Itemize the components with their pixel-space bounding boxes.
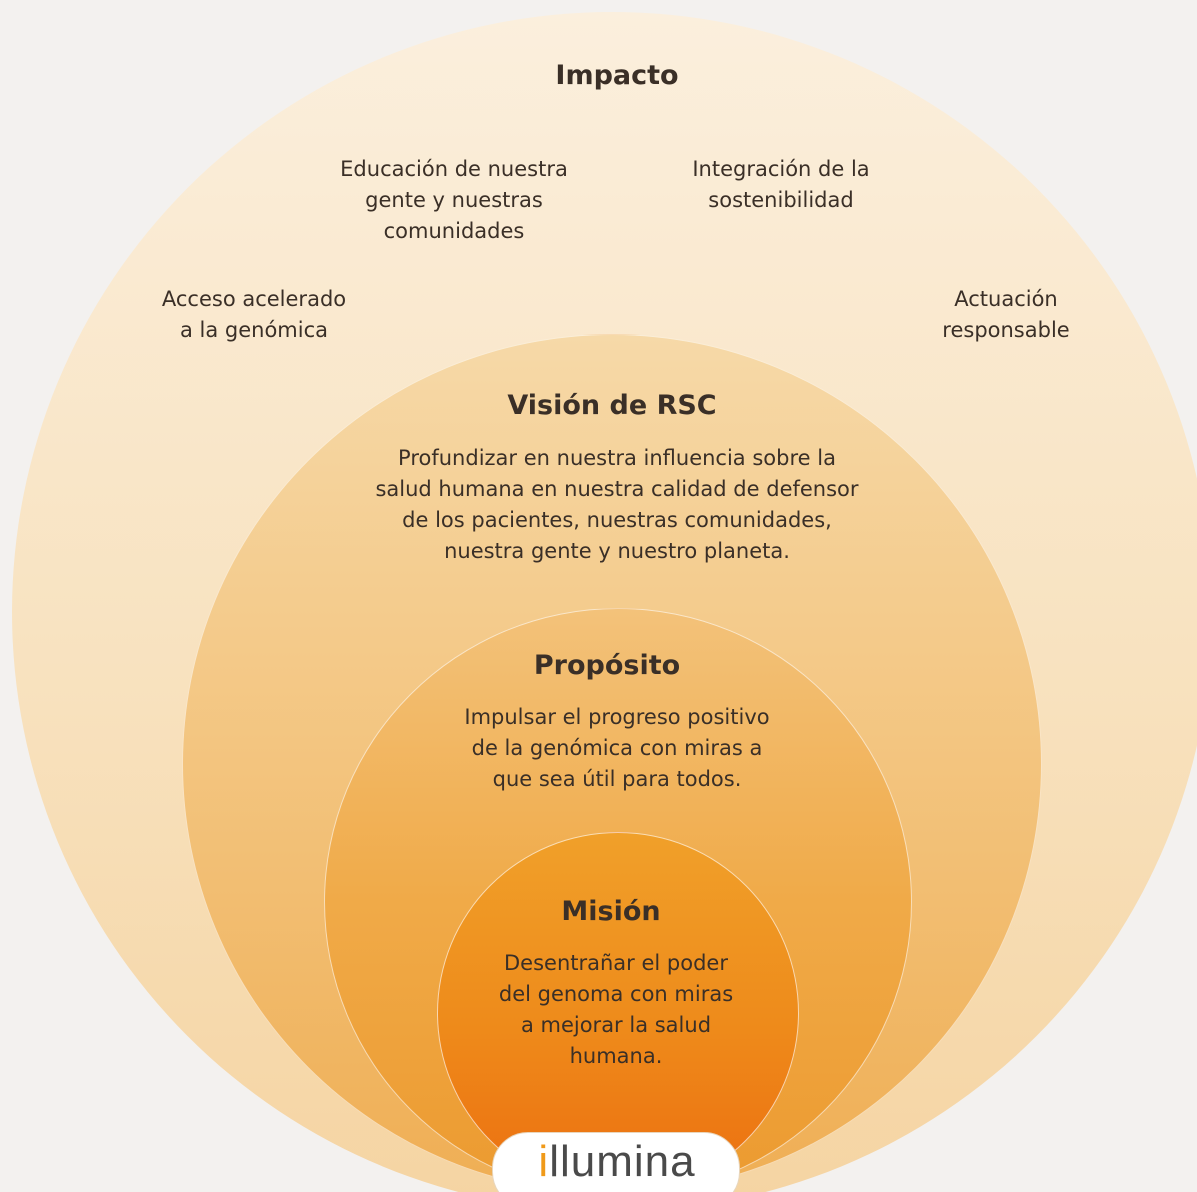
- impact-item-education: Educación de nuestra gente y nuestras co…: [340, 157, 568, 243]
- impact-title: Impacto: [555, 60, 679, 91]
- mission-title: Misión: [561, 896, 661, 927]
- impact-item-access: Acceso acelerado a la genómica: [161, 287, 347, 342]
- vision-title: Visión de RSC: [507, 390, 717, 421]
- purpose-text: Impulsar el progreso positivo de la genó…: [464, 705, 770, 791]
- impact-item-responsible: Actuación responsable: [942, 287, 1070, 342]
- illumina-logo: illumina: [492, 1132, 740, 1192]
- illumina-logo-wordmark: illumina: [538, 1137, 696, 1186]
- impact-item-sustainability: Integración de la sostenibilidad: [692, 157, 870, 212]
- vision-text: Profundizar en nuestra influencia sobre …: [375, 446, 859, 563]
- mission-text: Desentrañar el poder del genoma con mira…: [498, 951, 734, 1068]
- purpose-title: Propósito: [533, 650, 681, 681]
